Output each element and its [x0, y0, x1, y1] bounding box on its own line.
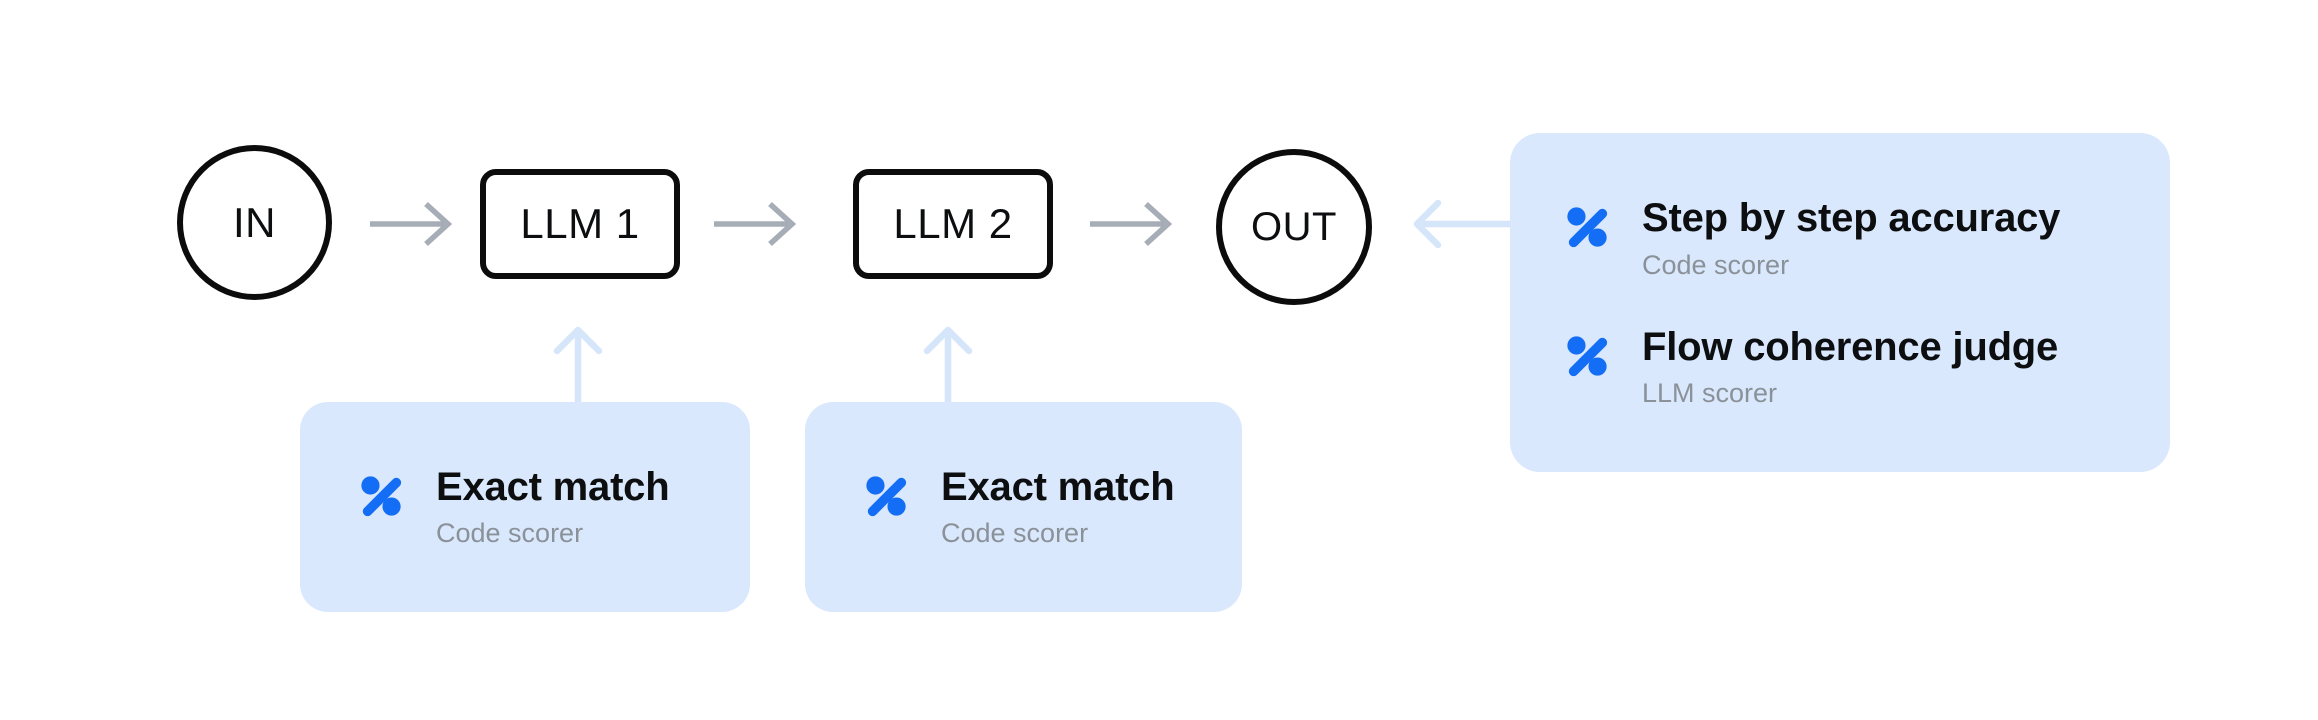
scorer-row: Flow coherence judge LLM scorer	[1564, 325, 2140, 410]
scorer-kind: Code scorer	[1642, 249, 1790, 280]
scorer-row: Exact match Code scorer	[863, 465, 1212, 550]
scorer-name: Exact match	[941, 464, 1175, 509]
scorer-name: Flow coherence judge	[1642, 324, 2059, 369]
right-arrow-icon	[1090, 201, 1172, 247]
scorer-text: Step by step accuracy Code scorer	[1642, 196, 2060, 281]
scorer-row: Exact match Code scorer	[358, 465, 720, 550]
scorer-row: Step by step accuracy Code scorer	[1564, 196, 2140, 281]
node-llm-2-label: LLM 2	[893, 200, 1013, 247]
scorer-card-llm2: Exact match Code scorer	[805, 402, 1242, 612]
right-arrow-icon	[714, 201, 796, 247]
scorer-kind: Code scorer	[941, 518, 1089, 549]
scorer-text: Flow coherence judge LLM scorer	[1642, 325, 2058, 410]
node-llm-2: LLM 2	[853, 169, 1053, 279]
scorer-name: Step by step accuracy	[1642, 195, 2061, 240]
node-in-label: IN	[233, 198, 276, 246]
up-arrow-icon	[553, 326, 603, 404]
percent-scorer-icon	[361, 475, 402, 516]
percent-scorer-icon	[1567, 335, 1608, 376]
percent-scorer-icon	[866, 475, 907, 516]
scorer-text: Exact match Code scorer	[941, 464, 1175, 550]
up-arrow-icon	[923, 326, 973, 404]
scorer-card-llm1: Exact match Code scorer	[300, 402, 750, 612]
scorer-kind: Code scorer	[436, 518, 584, 549]
node-llm-1: LLM 1	[480, 169, 680, 279]
left-arrow-icon	[1413, 199, 1516, 249]
scorer-text: Exact match Code scorer	[436, 464, 670, 550]
scorer-name: Exact match	[436, 464, 670, 509]
node-in: IN	[177, 145, 332, 300]
percent-scorer-icon	[1567, 207, 1608, 247]
right-arrow-icon	[370, 201, 452, 247]
node-llm-1-label: LLM 1	[520, 200, 640, 247]
node-out-label: OUT	[1251, 204, 1337, 249]
scorer-kind: LLM scorer	[1642, 378, 1778, 409]
node-out: OUT	[1216, 149, 1372, 305]
scorer-card-out: Step by step accuracy Code scorer Flow c…	[1510, 133, 2170, 472]
